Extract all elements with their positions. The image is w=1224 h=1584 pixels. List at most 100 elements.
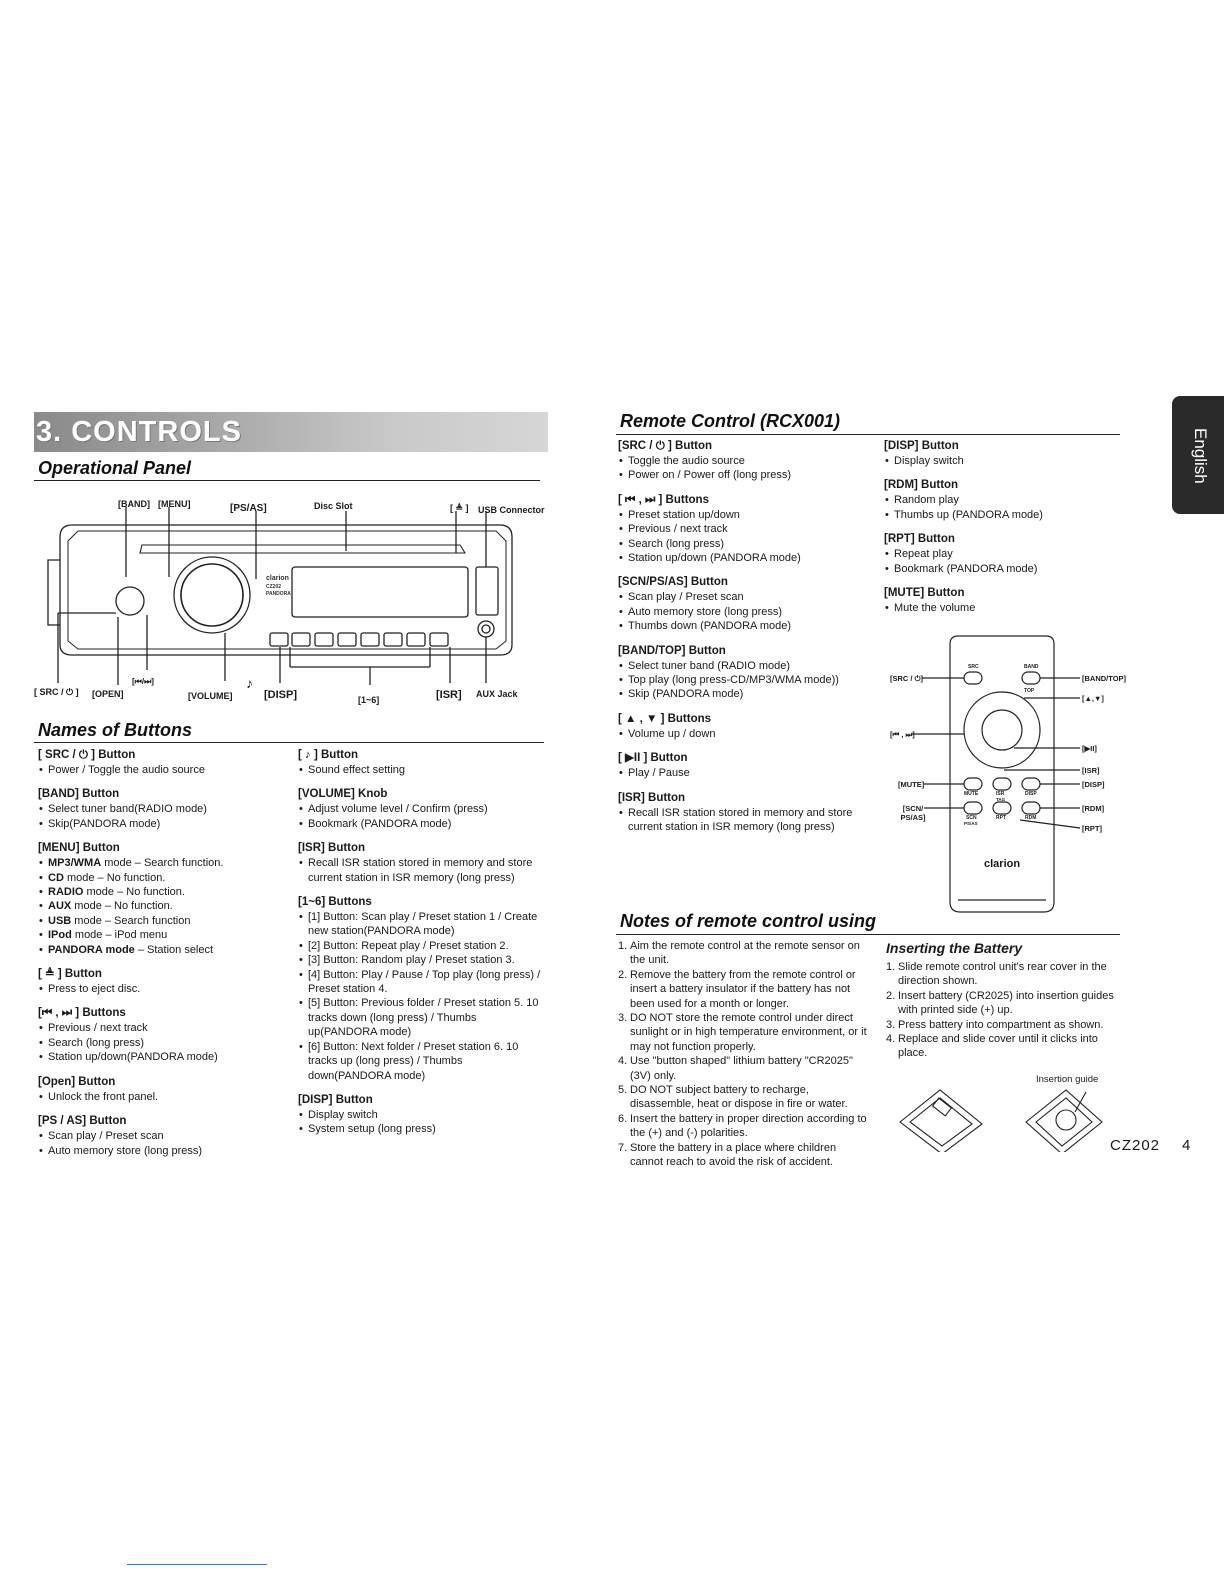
button-description: [DISP] ButtonDisplay switch [884,439,1120,469]
remote-key-rpt: RPT [996,815,1006,821]
list-item: Mute the volume [884,601,1120,616]
button-description: [BAND] ButtonSelect tuner band(RADIO mod… [38,787,278,831]
button-description-title: [DISP] Button [298,1093,373,1106]
item-number: 7. [618,1141,628,1154]
remote-key-tag: TAG [996,797,1006,802]
list-item: Display switch [884,454,1120,469]
button-description-title: [ ▲ , ▼ ] Buttons [618,712,712,725]
button-description-title: [BAND] Button [38,788,120,801]
list-item: CD mode – No function. [38,871,278,886]
button-description-list: Recall ISR station stored in memory and … [298,856,546,885]
mode-description: mode – No function. [71,900,173,913]
item-number: 4. [618,1055,628,1068]
button-description-title: [PS / AS] Button [38,1115,127,1128]
mode-name: USB [48,914,72,927]
section-banner: 3. CONTROLS [34,412,548,452]
remote-button-list-2: [DISP] ButtonDisplay switch [RDM] ButtonR… [884,439,1120,625]
page-number: 4 [1182,1137,1191,1154]
item-text: Insert battery (CR2025) into insertion g… [898,989,1114,1017]
list-item: Recall ISR station stored in memory and … [298,856,546,885]
button-description-title: [MUTE] Button [884,587,965,600]
button-description: [MUTE] ButtonMute the volume [884,586,1120,616]
button-description: [ ⏮ , ⏭ ] ButtonsPreset station up/downP… [618,493,880,566]
mode-description: mode – Search function. [101,857,224,870]
button-description-list: Press to eject disc. [38,982,278,997]
label-open: [OPEN] [92,689,124,699]
button-description-list: Scan play / Preset scanAuto memory store… [618,590,880,634]
list-item: Power on / Power off (long press) [618,468,880,483]
notes-title: Notes of remote control using [620,911,877,931]
names-of-buttons-title: Names of Buttons [38,720,193,740]
list-item: Previous / next track [38,1021,278,1036]
button-description-list: Recall ISR station stored in memory and … [618,806,880,835]
list-item: Thumbs down (PANDORA mode) [618,619,880,634]
remote-key-top: TOP [1024,688,1035,694]
operational-panel-diagram: [BAND] [MENU] [PS/AS] Disc Slot [ ≜ ] US… [30,495,560,715]
remote-label-scn: [SCN/ PS/AS] [900,804,926,822]
remote-label-rdm: [RDM] [1082,804,1105,813]
remote-label-updown: [▲,▼] [1082,694,1104,703]
device-sub: PANDORA [266,591,291,597]
button-description-list: Sound effect setting [298,763,546,778]
button-description: [ ≜ ] ButtonPress to eject disc. [38,967,278,997]
item-text: Press battery into compartment as shown. [898,1018,1104,1031]
list-item: Recall ISR station stored in memory and … [618,806,880,835]
button-description-list: Volume up / down [618,727,880,742]
remote-label-band-top: [BAND/TOP] [1082,674,1127,683]
device-model: CZ202 [266,584,282,590]
remote-label-isr: [ISR] [1082,766,1100,775]
remote-button-list-1: [SRC / ⏻ ] ButtonToggle the audio source… [618,439,880,845]
list-item: [1] Button: Scan play / Preset station 1… [298,910,546,939]
list-item: Display switch [298,1108,546,1123]
list-item: Power / Toggle the audio source [38,763,278,778]
numbered-item: 4.Use "button shaped" lithium battery "C… [618,1054,870,1083]
button-description: [BAND/TOP] ButtonSelect tuner band (RADI… [618,644,880,703]
mode-name: CD [48,871,64,884]
battery-title: Inserting the Battery [886,940,1023,956]
remote-label-skip: [⏮ , ⏭] [890,730,915,739]
list-item: USB mode – Search function [38,914,278,929]
numbered-item: 1.Slide remote control unit's rear cover… [886,960,1122,989]
mode-name: PANDORA mode [48,943,135,956]
button-description-list: Previous / next trackSearch (long press)… [38,1021,278,1065]
head-unit-drawing [47,507,513,685]
label-menu: [MENU] [158,499,191,509]
numbered-item: 5.DO NOT subject battery to recharge, di… [618,1083,870,1112]
button-description-title: [VOLUME] Knob [298,788,388,801]
list-item: Station up/down (PANDORA mode) [618,551,880,566]
model-number: CZ202 [1110,1137,1161,1154]
remote-label-mute: [MUTE] [898,780,925,789]
label-disc-slot: Disc Slot [314,501,353,511]
notes-list: 1.Aim the remote control at the remote s… [618,939,870,1170]
label-band: [BAND] [118,499,150,509]
button-description: [RDM] ButtonRandom playThumbs up (PANDOR… [884,478,1120,522]
button-description: [ ♪ ] ButtonSound effect setting [298,748,546,778]
title-rule [34,480,540,481]
button-description-title: [1~6] Buttons [298,896,372,909]
item-text: DO NOT subject battery to recharge, disa… [630,1084,848,1111]
language-tab-label: English [1191,428,1210,484]
item-text: Replace and slide cover until it clicks … [898,1033,1098,1060]
remote-label-play: [▶II] [1082,744,1097,753]
button-description: [RPT] ButtonRepeat playBookmark (PANDORA… [884,532,1120,576]
button-description-title: [SRC / ⏻ ] Button [618,440,713,452]
button-description-title: [ ▶II ] Button [618,752,688,765]
button-description: [SCN/PS/AS] ButtonScan play / Preset sca… [618,575,880,634]
button-description-list: MP3/WMA mode – Search function.CD mode –… [38,856,278,957]
list-item: Volume up / down [618,727,880,742]
button-description-title: [ISR] Button [618,791,686,804]
item-number: 2. [618,968,628,981]
button-description-list: Scan play / Preset scanAuto memory store… [38,1129,278,1158]
device-brand: clarion [266,575,289,582]
remote-key-isr: ISR [996,791,1005,797]
button-description-list: Mute the volume [884,601,1120,616]
button-description: [DISP] ButtonDisplay switchSystem setup … [298,1093,546,1137]
button-description-title: [ ≜ ] Button [38,968,102,981]
button-description: [1~6] Buttons[1] Button: Scan play / Pre… [298,895,546,1083]
list-item: Bookmark (PANDORA mode) [884,562,1120,577]
numbered-item: 2.Insert battery (CR2025) into insertion… [886,989,1122,1018]
button-description-list: Play / Pause [618,766,880,781]
button-description: [ ▲ , ▼ ] ButtonsVolume up / down [618,712,880,742]
item-text: Slide remote control unit's rear cover i… [898,961,1107,988]
item-text: Remove the battery from the remote contr… [630,968,856,1010]
